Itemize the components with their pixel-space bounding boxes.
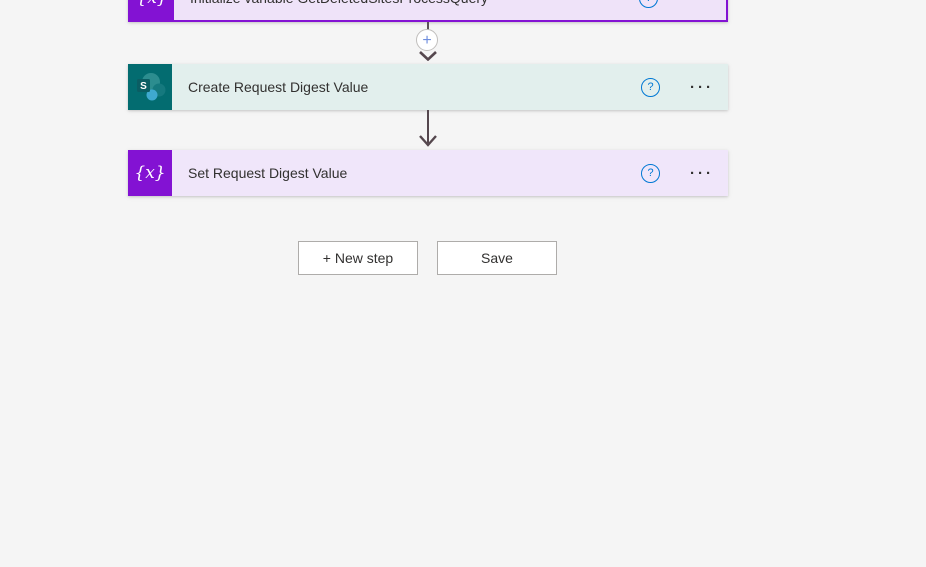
variable-icon: {x} [130,0,174,20]
insert-step-button[interactable]: + [416,29,438,51]
action-card-create-request-digest[interactable]: S Create Request Digest Value ? ··· [128,64,728,110]
sharepoint-icon: S [128,64,172,110]
ellipsis-menu-icon[interactable]: ··· [690,78,714,96]
action-title: Set Request Digest Value [188,165,348,181]
save-button[interactable]: Save [437,241,557,275]
action-card-body: Set Request Digest Value ? ··· [172,150,728,196]
svg-text:S: S [140,81,147,92]
sharepoint-logo: S [137,73,166,101]
help-icon[interactable]: ? [639,0,658,8]
action-card-set-request-digest[interactable]: {x} Set Request Digest Value ? ··· [128,150,728,196]
variable-icon-glyph: {x} [136,0,167,8]
new-step-button[interactable]: + New step [298,241,418,275]
arrow-down-icon [419,110,437,147]
variable-icon-glyph: {x} [134,163,166,183]
action-title: Initialize variable GetDeletedSitesProce… [190,0,639,6]
connector-line [427,22,429,31]
help-icon[interactable]: ? [641,163,660,183]
arrow-down-icon [419,51,437,61]
help-icon[interactable]: ? [641,77,660,97]
action-card-body: Initialize variable GetDeletedSitesProce… [174,0,726,20]
ellipsis-menu-icon[interactable]: ··· [690,164,714,182]
action-card-initialize-variable[interactable]: {x} Initialize variable GetDeletedSitesP… [128,0,728,22]
action-card-body: Create Request Digest Value ? ··· [172,64,728,110]
ellipsis-menu-icon[interactable]: ··· [686,0,714,7]
action-title: Create Request Digest Value [188,79,369,95]
variable-icon: {x} [128,150,172,196]
